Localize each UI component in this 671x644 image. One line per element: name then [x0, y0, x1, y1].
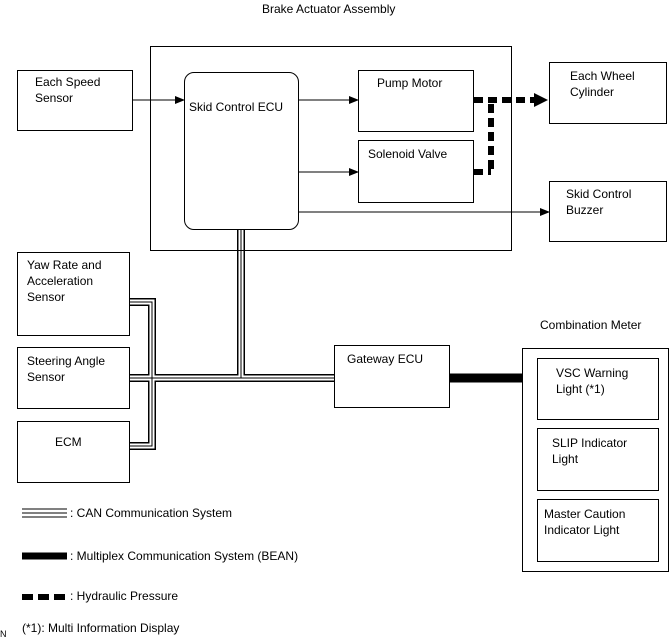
each-wheel-cylinder-box: Each Wheel Cylinder — [549, 62, 667, 124]
yaw-rate-sensor-box: Yaw Rate and Acceleration Sensor — [17, 252, 130, 336]
legend-hydraulic-label: : Hydraulic Pressure — [70, 589, 179, 603]
diagram-title: Brake Actuator Assembly — [262, 2, 396, 16]
hydraulic-arrowhead — [534, 93, 548, 107]
yaw-rate-sensor-label: Yaw Rate and Acceleration Sensor — [27, 258, 102, 304]
slip-indicator-light-label: SLIP Indicator Light — [552, 436, 628, 466]
each-speed-sensor-box: Each Speed Sensor — [17, 70, 133, 131]
ecm-box: ECM — [17, 421, 130, 483]
vsc-warning-light-label: VSC Warning Light (*1) — [556, 366, 629, 396]
each-speed-sensor-label: Each Speed Sensor — [35, 75, 101, 105]
master-caution-light-label: Master Caution Indicator Light — [544, 507, 626, 537]
brake-actuator-assembly-box — [150, 46, 512, 251]
steering-angle-sensor-box: Steering Angle Sensor — [17, 347, 130, 409]
combination-meter-title: Combination Meter — [540, 318, 642, 332]
hydraulic-lines — [474, 97, 535, 175]
pump-motor-box: Pump Motor — [358, 70, 474, 132]
skid-control-buzzer-box: Skid Control Buzzer — [549, 181, 667, 242]
footnote: (*1): Multi Information Display — [22, 621, 180, 635]
can-bus-lines — [130, 230, 334, 450]
vsc-warning-light-box: VSC Warning Light (*1) — [537, 358, 659, 420]
solenoid-valve-label: Solenoid Valve — [368, 147, 448, 161]
slip-indicator-light-box: SLIP Indicator Light — [537, 428, 659, 491]
gateway-ecu-box: Gateway ECU — [334, 345, 450, 408]
skid-control-buzzer-label: Skid Control Buzzer — [566, 187, 632, 217]
skid-control-ecu-box: Skid Control ECU — [184, 72, 299, 230]
combination-meter-box — [522, 348, 669, 572]
solenoid-valve-box: Solenoid Valve — [358, 140, 474, 203]
legend-multiplex-label: : Multiplex Communication System (BEAN) — [70, 549, 299, 563]
pump-motor-label: Pump Motor — [377, 76, 443, 90]
gateway-ecu-label: Gateway ECU — [347, 352, 424, 366]
steering-angle-sensor-label: Steering Angle Sensor — [27, 354, 106, 384]
legend-can-sample — [22, 508, 67, 518]
master-caution-light-box: Master Caution Indicator Light — [537, 499, 659, 562]
ecm-label: ECM — [55, 435, 82, 449]
legend-can-label: : CAN Communication System — [70, 506, 233, 520]
corner-mark: N — [0, 629, 7, 639]
each-wheel-cylinder-label: Each Wheel Cylinder — [570, 69, 635, 99]
skid-control-ecu-label: Skid Control ECU — [189, 100, 284, 114]
